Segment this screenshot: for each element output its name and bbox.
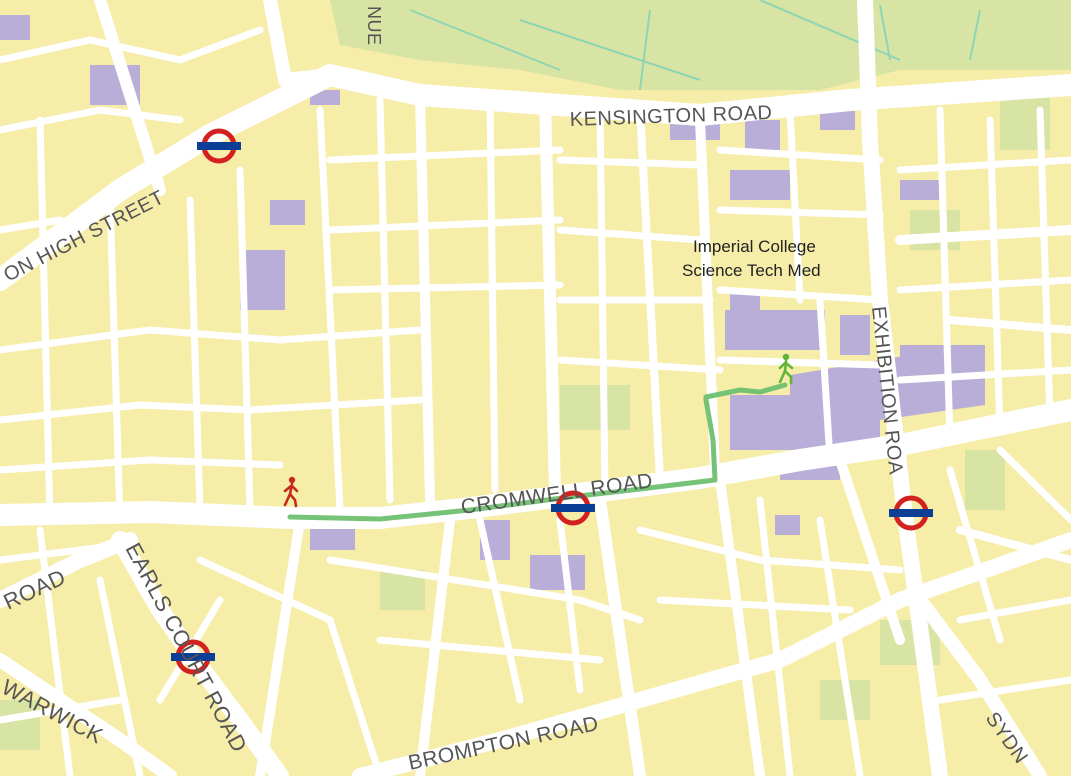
exhibition-road-line — [857, 0, 948, 776]
poi-label-line2: Science Tech Med — [682, 261, 821, 280]
kensington-road-line — [0, 64, 1071, 291]
poi-label-line1: Imperial College — [693, 237, 816, 256]
underground-icon[interactable] — [197, 128, 241, 164]
park-path — [409, 0, 981, 91]
underground-icon[interactable] — [171, 639, 215, 675]
minor-streets — [0, 26, 1071, 776]
sydney-street-line — [913, 593, 1047, 776]
underground-icon[interactable] — [551, 490, 595, 526]
walker-start-icon[interactable] — [283, 476, 299, 508]
underground-icon[interactable] — [889, 495, 933, 531]
warwick-road-line — [0, 653, 177, 776]
walking-route[interactable] — [287, 382, 788, 522]
brompton-road-line — [352, 532, 1071, 776]
road-label-avenue-fragment: NUE — [364, 6, 384, 46]
park-area — [330, 0, 1071, 90]
north-road-line — [263, 0, 337, 87]
walker-end-icon[interactable] — [778, 353, 794, 385]
